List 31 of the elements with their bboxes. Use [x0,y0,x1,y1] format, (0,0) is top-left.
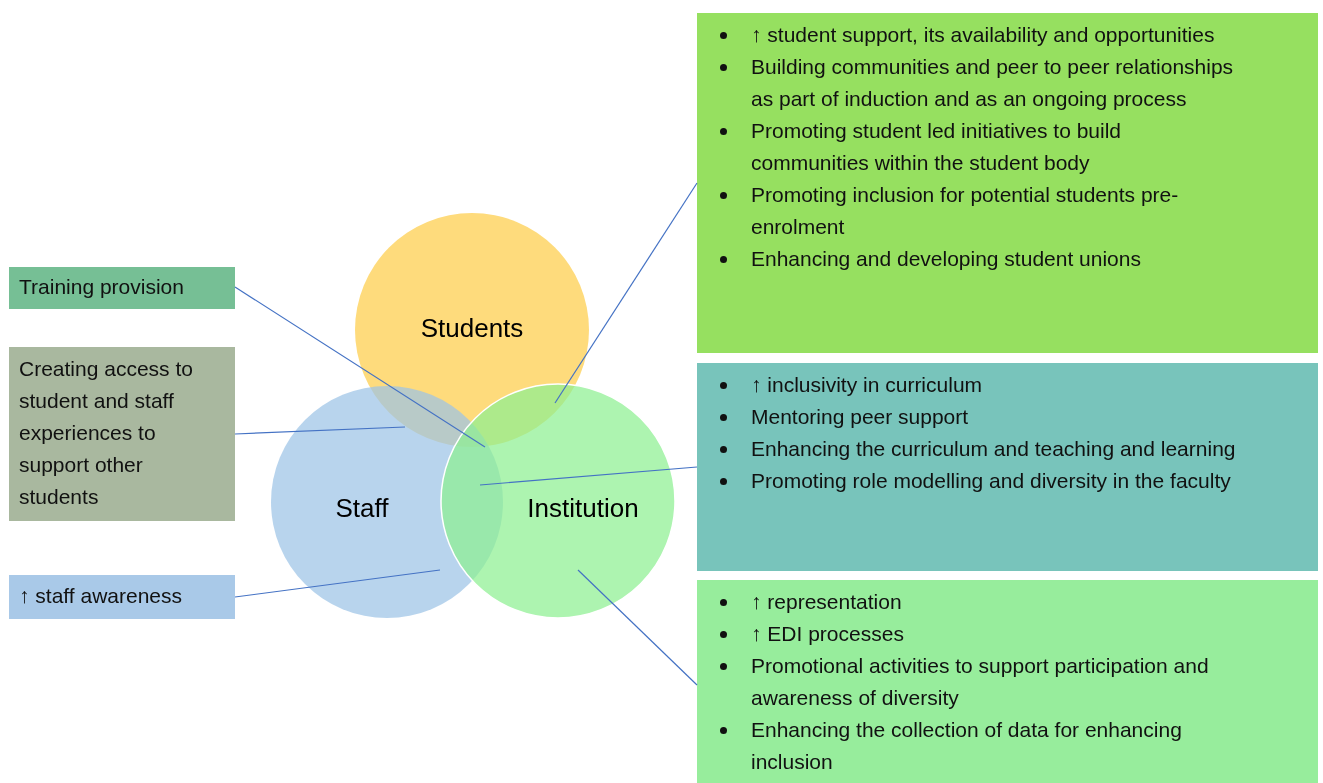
leader-line [234,569,441,598]
leader-line [234,286,486,448]
circle-label: Students [420,312,524,344]
leader-line [234,426,406,435]
bullet-text: Enhancing the curriculum and teaching and learning [751,437,1236,460]
bullet-text: Promoting role modelling and diversity in the faculty [751,469,1231,492]
institution-actions-panel [697,580,1318,783]
bullet-text: ↑ inclusivity in curriculum [751,373,983,396]
bullet-text: Building communities and peer to peer relationships as part of induction and as an ongoing process [751,55,1234,110]
circle-label: Institution [527,492,639,524]
bullet-text: ↑ representation [751,590,902,613]
bullet-text: ↑ EDI processes [751,622,904,645]
box-text: ↑ staff awareness [19,583,184,609]
bullet-text: Enhancing and developing student unions [751,247,1141,270]
leader-line [577,569,698,686]
bullet-text: Promoting inclusion for potential students pre-enrolment [751,183,1179,238]
leader-line [479,466,698,486]
bullet-text: Mentoring peer support [751,405,969,428]
awareness-box [9,575,235,619]
bullet-text: Promotional activities to support participation and awareness of diversity [751,654,1209,709]
training-box [9,267,235,309]
leader-line [554,182,698,404]
box-text: Creating access to student and staff experiences to support other students [19,356,194,510]
student-actions-panel [697,13,1318,353]
bullet-text: Promoting student led initiatives to build communities within the student body [751,119,1122,174]
access-box [9,347,235,521]
box-text: Training provision [19,274,185,300]
bullet-text: ↑ student support, its availability and opportunities [751,23,1215,46]
circle-label: Staff [335,492,389,524]
curriculum-actions-panel [697,363,1318,571]
bullet-text: Enhancing the collection of data for enhancing inclusion [751,718,1182,773]
